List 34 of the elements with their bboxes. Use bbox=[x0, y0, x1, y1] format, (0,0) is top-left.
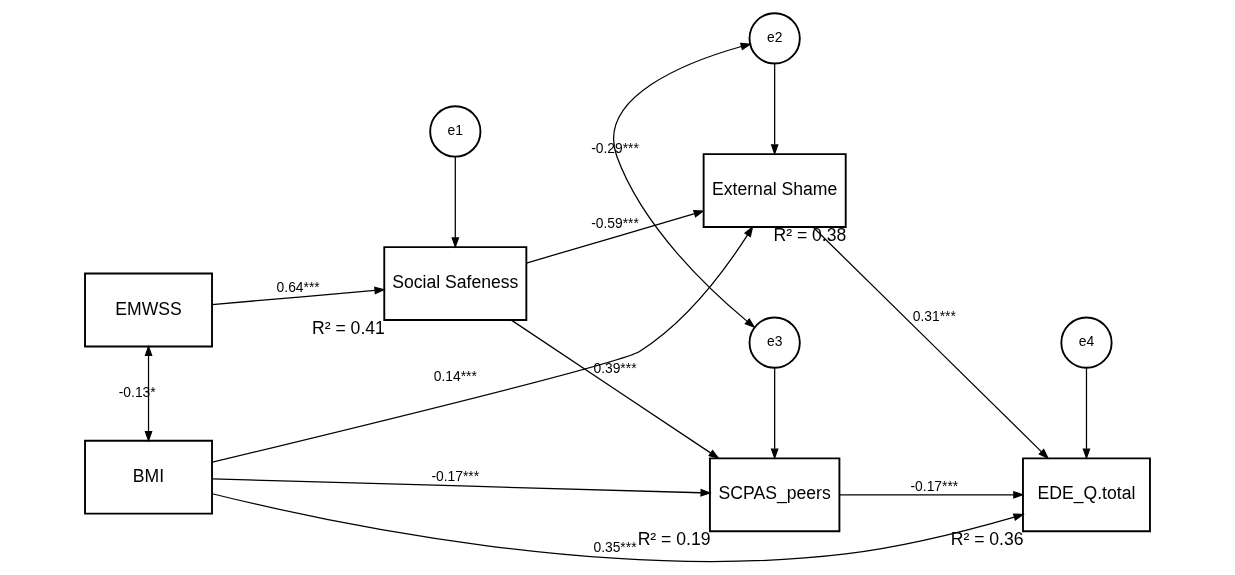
node-box: Social Safeness bbox=[383, 246, 528, 321]
edge-label: 0.64*** bbox=[276, 279, 320, 296]
arrow bbox=[451, 156, 460, 249]
node-circle: e4 bbox=[1060, 316, 1113, 369]
arrow bbox=[211, 225, 754, 463]
arrow bbox=[1082, 367, 1091, 460]
node-circle: e2 bbox=[748, 12, 801, 65]
node-box: External Shame bbox=[702, 153, 847, 228]
arrow bbox=[812, 226, 1050, 460]
edge-label: 0.35*** bbox=[593, 539, 637, 556]
arrow bbox=[770, 62, 779, 156]
arrow bbox=[839, 490, 1025, 499]
node-label: R² = 0.41 bbox=[312, 318, 385, 339]
edge-label: -0.17*** bbox=[431, 467, 480, 484]
node-circle: e1 bbox=[429, 105, 482, 158]
arrow bbox=[510, 319, 720, 460]
node-circle: e3 bbox=[748, 316, 801, 369]
edge-label: 0.39*** bbox=[593, 359, 637, 376]
node-box: EDE_Q.total bbox=[1022, 457, 1151, 533]
arrow bbox=[211, 493, 1025, 562]
edge-label: -0.17*** bbox=[910, 477, 959, 494]
edge-label: 0.14*** bbox=[433, 368, 477, 385]
node-label: R² = 0.19 bbox=[637, 529, 711, 550]
node-box: SCPAS_peers bbox=[708, 457, 841, 533]
arrow bbox=[211, 286, 386, 306]
arrow bbox=[525, 210, 705, 264]
node-box: EMWSS bbox=[84, 272, 213, 348]
arrow bbox=[211, 478, 712, 497]
edge-label: -0.59*** bbox=[591, 215, 639, 231]
edge-label: 0.31*** bbox=[912, 308, 956, 325]
node-box: BMI bbox=[84, 439, 213, 515]
arrow bbox=[613, 42, 756, 329]
arrow bbox=[770, 367, 779, 460]
arrow bbox=[144, 344, 153, 443]
